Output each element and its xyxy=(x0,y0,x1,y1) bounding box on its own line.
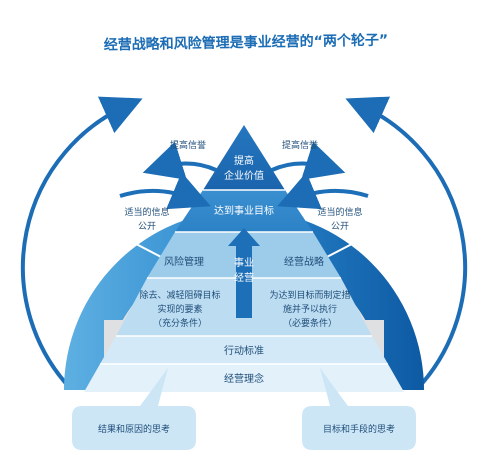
apex-label-line1: 提高 xyxy=(234,154,254,167)
right-callout-text: 目标和手段的思考 xyxy=(323,423,395,435)
level4-right-line1: 为达到目标而制定措 xyxy=(269,289,350,301)
right-credibility-label: 提高信誉 xyxy=(282,139,318,151)
level4-left-line1: 除去、减轻阻碍目标 xyxy=(139,289,220,301)
left-disclosure-line2: 公开 xyxy=(138,221,156,232)
pyramid-apex xyxy=(203,125,285,190)
pyramid-level-6 xyxy=(84,364,404,392)
outer-left-arc-arrow xyxy=(20,96,143,390)
risk-management-label: 风险管理 xyxy=(164,255,204,268)
business-operation-arrow xyxy=(228,228,260,318)
right-disclosure-line1: 适当的信息 xyxy=(317,206,362,218)
arc-label-employee: 员工 xyxy=(404,257,423,285)
left-disclosure-line1: 适当的信息 xyxy=(124,206,169,218)
left-credibility-label: 提高信誉 xyxy=(170,139,206,151)
arc-label-investor: 投资家 xyxy=(76,167,108,209)
level4-left-line3: （充分条件） xyxy=(153,317,207,329)
arrow-label-line1: 事业 xyxy=(234,256,254,269)
level4-left-line2: 实现的要素 xyxy=(157,303,202,315)
left-mid-curve-arrow xyxy=(119,172,211,210)
pyramid-level-5 xyxy=(100,336,388,364)
left-callout-text: 结果和原因的思考 xyxy=(98,423,170,435)
apex-label-line2: 企业价值 xyxy=(224,169,264,182)
arc-label-customer: 顾客 xyxy=(231,74,257,90)
level4-right-line2: 施并予以执行 xyxy=(283,303,337,315)
level6-label: 经营理念 xyxy=(224,372,264,385)
page-title: 经营战略和风险管理是事业经营的“两个轮子” xyxy=(104,32,389,54)
arc-label-community-upper: 地区社会 xyxy=(332,109,381,156)
arc-label-shareholder: 股东 xyxy=(66,255,85,283)
level2-label: 达到事业目标 xyxy=(214,204,274,217)
arrow-label-line2: 经营 xyxy=(234,271,254,284)
outer-right-arc-arrow xyxy=(345,96,468,390)
business-strategy-label: 经营战略 xyxy=(284,255,324,268)
right-top-curve-arrow xyxy=(271,141,346,180)
right-callout-bubble xyxy=(302,368,416,450)
right-mid-curve-arrow xyxy=(277,172,369,210)
right-disclosure-line2: 公开 xyxy=(331,221,349,232)
left-top-curve-arrow xyxy=(142,141,217,180)
level4-right-line3: （必要条件） xyxy=(283,317,337,329)
level5-label: 行动标准 xyxy=(224,344,264,357)
left-callout-bubble xyxy=(72,368,196,450)
arc-label-supplier: 交易方 xyxy=(111,113,151,151)
stakeholder-arc xyxy=(64,210,424,390)
